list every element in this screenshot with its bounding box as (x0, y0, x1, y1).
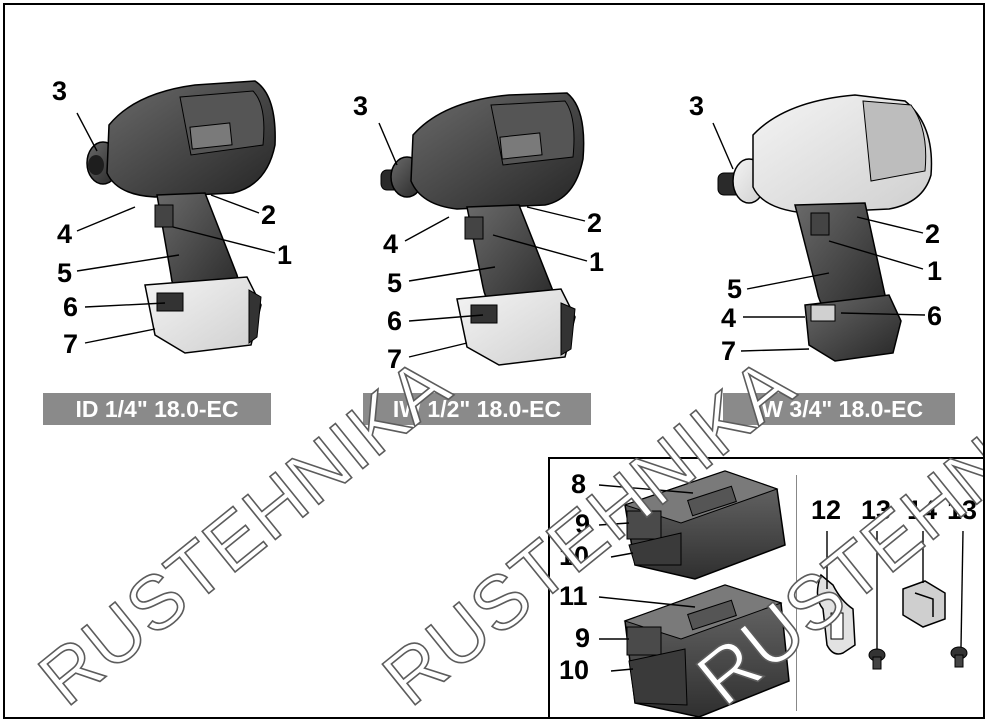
tool-1-label-2: 2 (261, 200, 277, 230)
tool-1-label-5: 5 (57, 258, 73, 288)
battery-large-label-9: 9 (575, 623, 591, 653)
tool-2-caption: IW 1/2" 18.0-EC (363, 393, 591, 425)
clip-screw-label-13: 13 (861, 495, 892, 525)
accessories-panel (548, 457, 983, 717)
figure-page: 3 2 1 4 5 6 7 ID 1/4" 18.0-EC 3 2 1 4 5 … (3, 3, 985, 719)
battery-small-label-10: 10 (559, 541, 590, 571)
tool-2-label-5: 5 (387, 268, 403, 298)
battery-small-label-9: 9 (575, 509, 591, 539)
tool-3-label-2: 2 (925, 219, 941, 249)
holder-label-14: 14 (907, 495, 938, 525)
tool-3-label-3: 3 (689, 91, 705, 121)
tool-2-label-2: 2 (587, 208, 603, 238)
tool-2-label-1: 1 (589, 247, 605, 277)
tool-2-label-3: 3 (353, 91, 369, 121)
tool-3-label-7: 7 (721, 336, 737, 366)
battery-large-label-11: 11 (559, 581, 588, 611)
clip-drawing (816, 573, 886, 670)
accessories-divider (796, 475, 797, 711)
battery-small-drawing (623, 470, 786, 580)
battery-large-label-10: 10 (559, 655, 590, 685)
illustration (76, 80, 968, 717)
tool-1-label-4: 4 (57, 219, 73, 249)
tool-1-label-6: 6 (63, 292, 79, 322)
holder-drawing (902, 580, 968, 668)
tool-2-label-7: 7 (387, 344, 403, 374)
tool-1-label-7: 7 (63, 329, 79, 359)
tool-3-caption: IW 3/4" 18.0-EC (723, 393, 955, 425)
tool-2-drawing (380, 92, 585, 366)
tool-3-label-1: 1 (927, 256, 943, 286)
tool-3-label-6: 6 (927, 301, 943, 331)
tool-1-caption: ID 1/4" 18.0-EC (43, 393, 271, 425)
battery-small-label-8: 8 (571, 469, 587, 499)
leader-lines (76, 112, 964, 672)
tool-3-label-5: 5 (727, 274, 743, 304)
tool-3-drawing (717, 94, 933, 362)
tool-2-label-6: 6 (387, 306, 403, 336)
holder-screw-label-13: 13 (947, 495, 978, 525)
clip-label-12: 12 (811, 495, 842, 525)
tool-1-label-1: 1 (277, 240, 293, 270)
tool-1-label-3: 3 (52, 76, 68, 106)
tool-1-drawing (86, 80, 276, 354)
tool-3-label-4: 4 (721, 303, 737, 333)
battery-large-drawing (623, 584, 790, 717)
tool-2-label-4: 4 (383, 229, 399, 259)
